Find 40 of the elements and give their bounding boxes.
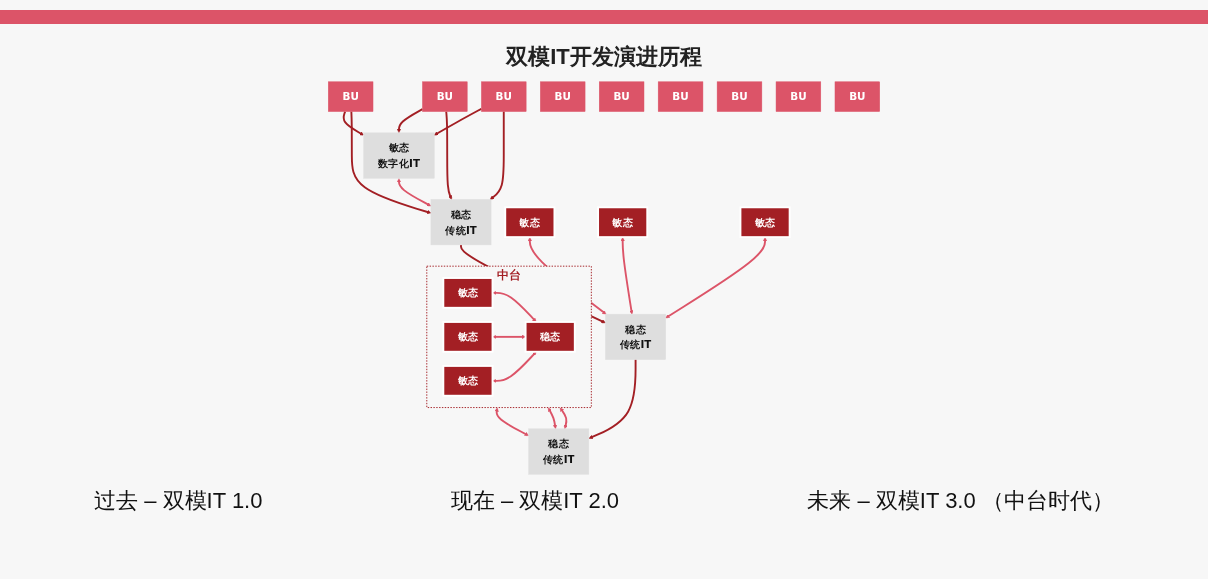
arrow <box>492 334 526 339</box>
arrow <box>492 290 537 323</box>
node-box: BU <box>481 81 527 112</box>
arrow <box>342 110 364 136</box>
node-box: 敏态 数字化IT <box>363 132 435 179</box>
node-box: 敏态 <box>442 365 494 397</box>
arrow <box>396 178 432 207</box>
node-box: 稳态 传统IT <box>430 199 492 246</box>
panel-caption: 过去 – 双模IT 1.0 <box>94 487 263 515</box>
arrow <box>588 358 637 439</box>
arrow <box>492 351 537 383</box>
node-box: 敏态 <box>597 206 649 239</box>
node-box: BU <box>540 81 586 112</box>
node-box: 敏态 <box>739 206 791 239</box>
arrow <box>494 407 529 436</box>
arrow <box>548 407 558 429</box>
node-box: BU <box>834 81 880 112</box>
node-box: 敏态 <box>442 321 494 353</box>
arrow <box>350 110 432 214</box>
node-box: 敏态 <box>442 277 494 309</box>
arrow <box>489 110 505 200</box>
arrow <box>396 108 424 134</box>
node-box: 稳态 传统IT <box>605 313 666 360</box>
arrow <box>620 237 634 315</box>
node-box: BU <box>775 81 822 112</box>
arrow <box>434 107 483 136</box>
node-box: BU <box>599 81 645 112</box>
node-box: 敏态 <box>504 206 556 239</box>
panel-caption: 未来 – 双模IT 3.0 （中台时代） <box>807 487 1114 515</box>
node-box: 稳态 传统IT <box>528 428 590 475</box>
node-box: BU <box>716 81 763 112</box>
arrow <box>559 407 568 429</box>
panel-caption: 现在 – 双模IT 2.0 <box>450 487 620 515</box>
node-box: 稳态 <box>524 321 576 353</box>
arrow <box>445 110 453 200</box>
title: 双模IT开发演进历程 <box>504 43 703 71</box>
node-box: BU <box>328 81 374 112</box>
node-box: BU <box>657 81 704 112</box>
node-box: BU <box>422 81 468 112</box>
arrow <box>665 237 768 319</box>
